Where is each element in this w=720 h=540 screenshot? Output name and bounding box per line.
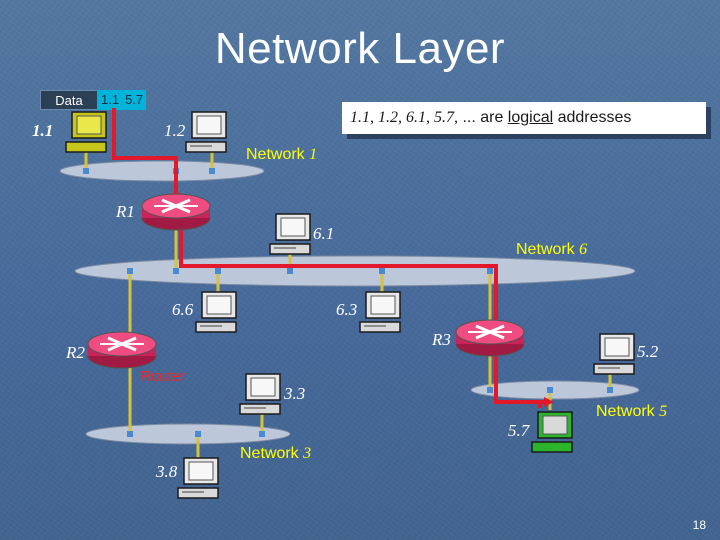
packet-path	[112, 108, 554, 408]
network-6-label: Network 6	[516, 241, 587, 259]
router-caption: Router	[140, 368, 186, 385]
logical-address-note: 1.1, 1.2, 6.1, 5.7, ... are logical addr…	[342, 102, 706, 134]
network-3-label: Network 3	[240, 445, 311, 463]
host-3-8-computer-icon	[177, 457, 219, 499]
packet-data-field: Data	[40, 90, 98, 110]
network-5-label: Network 5	[596, 403, 667, 421]
network-3-number: 3	[303, 445, 312, 462]
host-label-6-3: 6.3	[336, 300, 358, 319]
router-r3	[454, 318, 526, 358]
note-address-list: 1.1, 1.2, 6.1, 5.7,	[350, 109, 458, 126]
network-6-number: 6	[579, 241, 588, 258]
host-6-3-computer-icon	[359, 291, 401, 333]
host-label-1-1: 1.1	[32, 121, 54, 140]
router-label-r1: R1	[116, 202, 135, 221]
network-1-bus	[59, 148, 265, 200]
packet: Data 1.1 5.7	[40, 90, 147, 110]
host-6-1-computer-icon	[269, 213, 311, 255]
page-number: 18	[692, 518, 706, 532]
network-5-word: Network	[596, 403, 655, 420]
note-text-before: ... are	[458, 109, 508, 126]
host-6-6-computer-icon	[195, 291, 237, 333]
host-label-3-3: 3.3	[284, 384, 306, 403]
network-6-word: Network	[516, 241, 575, 258]
network-1-label: Network 1	[246, 146, 317, 164]
router-r2	[86, 330, 158, 370]
host-5-2-computer-icon	[593, 333, 635, 375]
host-label-3-8: 3.8	[156, 462, 178, 481]
host-label-1-2: 1.2	[164, 121, 186, 140]
host-label-6-1: 6.1	[313, 224, 335, 243]
host-label-6-6: 6.6	[172, 300, 194, 319]
network-5-bus	[470, 350, 640, 410]
host-5-7-computer-icon	[531, 411, 573, 453]
host-3-3-computer-icon	[239, 373, 281, 415]
host-label-5-7: 5.7	[508, 421, 530, 440]
host-1-2-computer-icon	[185, 111, 227, 153]
network-1-word: Network	[246, 146, 305, 163]
note-underlined-word: logical	[507, 109, 554, 126]
network-5-number: 5	[659, 403, 668, 420]
router-r1	[140, 192, 212, 232]
host-1-1-computer-icon	[65, 111, 107, 153]
packet-dst-address: 5.7	[122, 90, 147, 110]
host-label-5-2: 5.2	[637, 342, 659, 361]
slide-title: Network Layer	[214, 24, 506, 73]
packet-src-address: 1.1	[98, 90, 123, 110]
note-text-after: addresses	[553, 109, 632, 126]
router-label-r3: R3	[432, 330, 451, 349]
network-1-number: 1	[309, 146, 318, 163]
network-3-word: Network	[240, 445, 299, 462]
router-label-r2: R2	[66, 343, 85, 362]
network-3-bus	[85, 360, 291, 458]
